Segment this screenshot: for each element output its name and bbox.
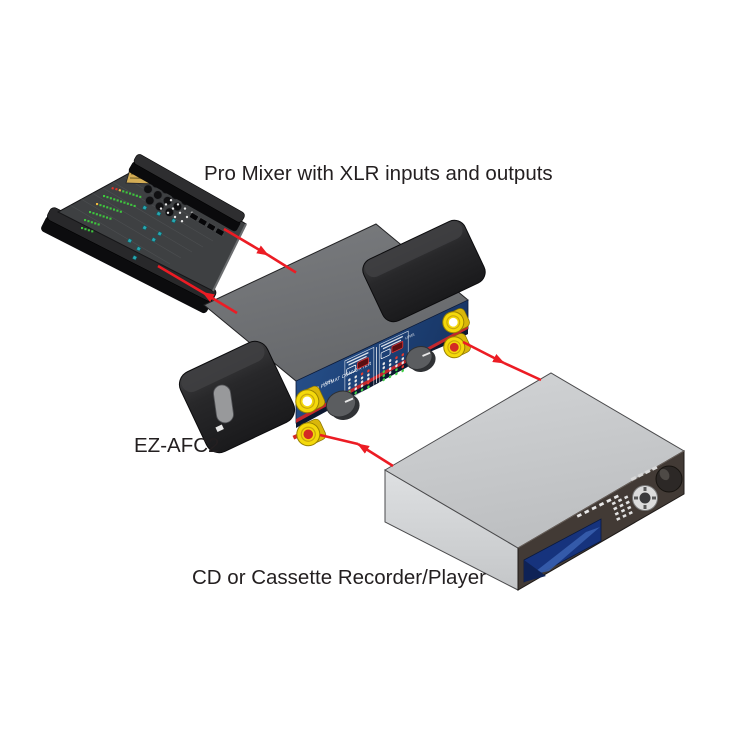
recorder-device (384, 372, 685, 591)
rca-jack-right-top (442, 308, 470, 334)
mixer-teal-buttons (127, 205, 177, 261)
level-label-2: LEVEL (406, 332, 416, 341)
converter-device: AUDIO FORMAT CONVERTER LEVEL LEVEL (178, 219, 486, 454)
jog-dial (632, 485, 658, 511)
level-knob-1 (325, 389, 371, 420)
rca-jack-right-bottom (443, 333, 471, 359)
arrow-converter-to-mixer (157, 264, 238, 315)
mixer-channel-lines (69, 170, 236, 265)
mixer-top-rail (128, 154, 245, 232)
recorder-keypad (611, 495, 633, 521)
mounting-foot (213, 384, 234, 424)
converter-left-cap (178, 340, 296, 454)
recorder-knob (655, 465, 683, 493)
arrow-recorder-to-converter (319, 433, 394, 468)
mixer-device (41, 154, 247, 314)
label-converter: EZ-AFC2 (134, 434, 219, 457)
arrow-converter-to-recorder (462, 340, 542, 382)
label-mixer: Pro Mixer with XLR inputs and outputs (204, 162, 553, 185)
converter-right-cap (362, 219, 486, 323)
rca-jack-left-bottom (296, 418, 327, 447)
level-knob-2 (405, 345, 446, 372)
recorder-button-row (576, 494, 619, 518)
mixer-transport-keys (189, 212, 225, 237)
rca-jack-left-top (295, 385, 326, 414)
mixer-led-meters (81, 187, 142, 233)
level-label-1: LEVEL (323, 378, 333, 387)
latch-notch (215, 424, 224, 432)
led-meter-section-1 (344, 346, 375, 401)
recorder-function-keys (630, 465, 658, 481)
led-meter-section-2 (378, 330, 409, 385)
signal-arrows (157, 227, 542, 468)
label-recorder: CD or Cassette Recorder/Player (192, 566, 486, 589)
recorder-display (523, 518, 602, 583)
arrow-mixer-to-converter (223, 227, 297, 274)
